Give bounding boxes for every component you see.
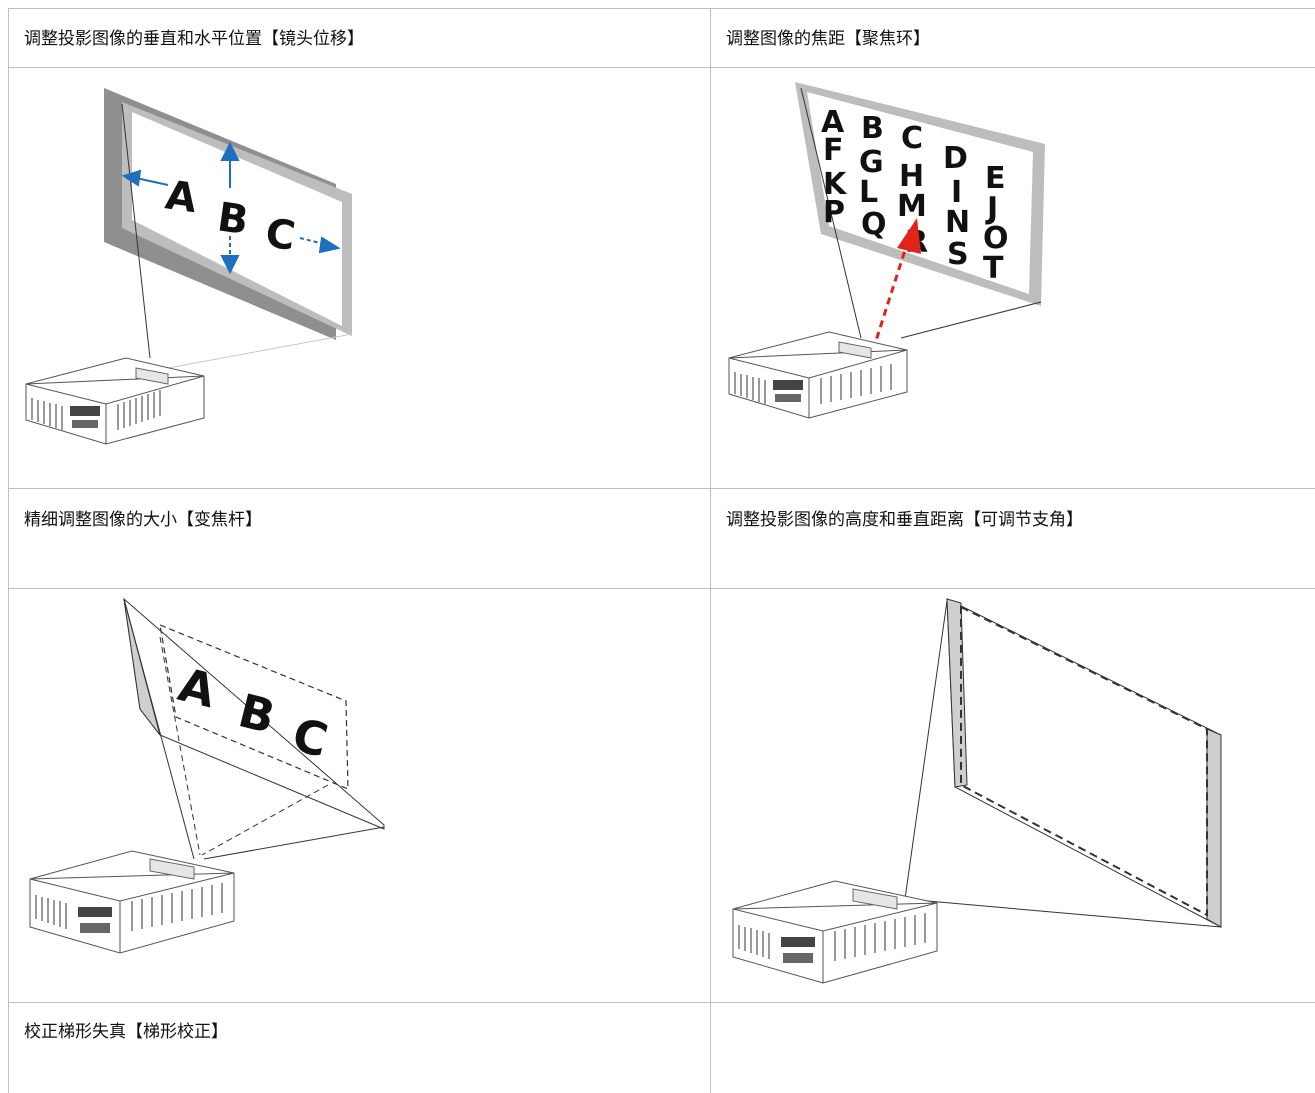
letter: O <box>983 221 1009 256</box>
projector-icon <box>25 357 205 445</box>
lens-shift-illustration: A B C <box>25 88 353 445</box>
letter-b: B <box>215 194 252 244</box>
caption-zoom-lever: 精细调整图像的大小【变焦杆】 <box>24 510 262 530</box>
table-border-left <box>8 8 9 1093</box>
letter: J <box>985 191 998 226</box>
zoom-lever-illustration: A B C <box>29 597 385 954</box>
focus-ring-illustration: A B C D E F G H I J K L M N O P Q R S T <box>728 82 1045 419</box>
letter: Q <box>861 207 887 242</box>
projector-icon <box>29 850 235 954</box>
letter-a: A <box>163 172 200 222</box>
column-divider <box>710 8 711 1093</box>
letter: P <box>823 195 845 230</box>
zoom-frame <box>159 624 349 790</box>
shift-arrows <box>121 141 341 275</box>
letter: N <box>945 205 970 240</box>
feature-table: 调整投影图像的垂直和水平位置【镜头位移】 调整图像的焦距【聚焦环】 精细调整图像… <box>8 8 1315 1093</box>
letter: A <box>821 105 845 140</box>
projector-icon <box>728 331 908 419</box>
letter: B <box>861 111 884 146</box>
letter-c: C <box>287 707 333 768</box>
letter: C <box>901 121 923 156</box>
caption-keystone: 校正梯形失真【梯形校正】 <box>24 1022 228 1042</box>
row-divider <box>8 488 1315 489</box>
letter: H <box>899 159 924 194</box>
letter: L <box>859 175 878 210</box>
caption-lens-shift: 调整投影图像的垂直和水平位置【镜头位移】 <box>24 29 364 49</box>
row-divider <box>8 588 1315 589</box>
letter: K <box>823 167 848 202</box>
letter: M <box>897 189 927 224</box>
letter: I <box>951 175 962 210</box>
letter: S <box>947 237 969 272</box>
letter: G <box>859 145 884 180</box>
projector-icon <box>732 880 938 984</box>
screen-surface <box>807 92 1033 294</box>
letter: T <box>983 251 1004 286</box>
row-divider <box>8 67 1315 68</box>
letter-grid: A B C D E F G H I J K L M N O P Q R S T <box>821 105 1009 286</box>
table-border-top <box>8 8 1315 9</box>
caption-focus-ring: 调整图像的焦距【聚焦环】 <box>726 29 930 49</box>
adjustable-feet-illustration <box>732 598 1222 984</box>
caption-adjustable-feet: 调整投影图像的高度和垂直距离【可调节支角】 <box>726 510 1083 530</box>
focus-arrow <box>871 218 921 351</box>
letter-c: C <box>263 210 298 260</box>
screen-outline <box>960 605 1208 917</box>
letter: F <box>823 133 844 168</box>
projection-screen <box>946 598 1222 928</box>
letter: D <box>943 141 968 176</box>
row-divider <box>8 1002 1315 1003</box>
screen-surface <box>132 112 342 326</box>
letter: E <box>985 161 1006 196</box>
